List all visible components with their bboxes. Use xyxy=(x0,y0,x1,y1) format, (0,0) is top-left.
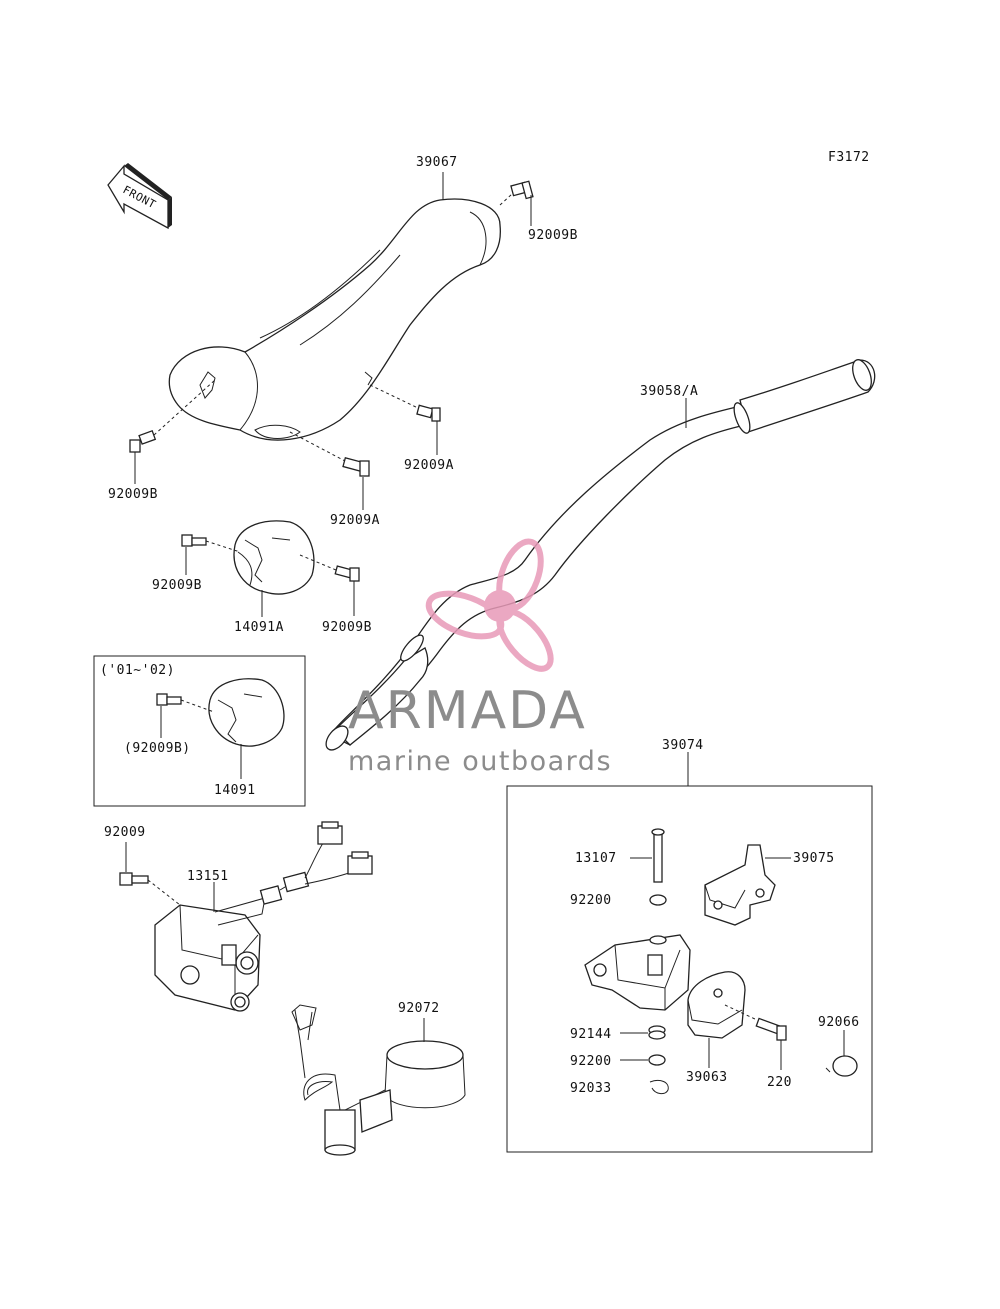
inset-box-39074 xyxy=(506,785,873,1153)
label-92072: 92072 xyxy=(398,1001,440,1016)
washer-92200-bottom xyxy=(648,1054,666,1066)
label-92009b-left: 92009B xyxy=(108,487,158,502)
watermark-tagline: marine outboards xyxy=(348,746,612,777)
bolt-92009-switch xyxy=(119,872,149,886)
watermark-propeller-icon xyxy=(425,538,554,672)
front-arrow-icon: FRONT xyxy=(107,163,172,230)
label-92144: 92144 xyxy=(570,1027,612,1042)
label-39063: 39063 xyxy=(686,1070,728,1085)
cover-14091 xyxy=(208,678,285,747)
label-92009b-cover-right: 92009B xyxy=(322,620,372,635)
label-92009b-top: 92009B xyxy=(528,228,578,243)
label-92200-bottom: 92200 xyxy=(570,1054,612,1069)
label-92009b-paren: (92009B) xyxy=(124,741,191,756)
label-220: 220 xyxy=(767,1075,792,1090)
label-92200-top: 92200 xyxy=(570,893,612,908)
inset-caption: ('01~'02) xyxy=(100,663,175,678)
label-92009: 92009 xyxy=(104,825,146,840)
cap-92066 xyxy=(825,1055,858,1077)
clip-92033 xyxy=(649,1079,669,1095)
label-92066: 92066 xyxy=(818,1015,860,1030)
bolt-92009b-top xyxy=(510,180,534,200)
label-13151: 13151 xyxy=(187,869,229,884)
block-39063 xyxy=(687,971,746,1039)
bolt-92009b-cover-right xyxy=(334,565,360,582)
steering-bracket xyxy=(584,934,691,1011)
figure-code: F3172 xyxy=(828,150,870,165)
label-92033: 92033 xyxy=(570,1081,612,1096)
lanyard-92072 xyxy=(291,1004,466,1156)
label-13107: 13107 xyxy=(575,851,617,866)
inset-box-01-02 xyxy=(93,655,306,807)
handlebar-pad-39067 xyxy=(168,198,501,441)
label-92009a-bottom: 92009A xyxy=(330,513,380,528)
bracket-39075 xyxy=(704,844,776,926)
label-39067: 39067 xyxy=(416,155,458,170)
label-14091a: 14091A xyxy=(234,620,284,635)
label-39074: 39074 xyxy=(662,738,704,753)
label-39075: 39075 xyxy=(793,851,835,866)
switch-assembly-13151 xyxy=(154,821,373,1012)
bolt-92009b-left xyxy=(129,430,157,453)
bolt-92009a-right xyxy=(416,404,441,422)
label-14091: 14091 xyxy=(214,783,256,798)
bolt-92009b-cover-left xyxy=(181,534,207,547)
spring-92144 xyxy=(648,1025,666,1040)
label-39058a: 39058/A xyxy=(640,384,698,399)
bolt-92009b-inset xyxy=(156,693,182,706)
label-92009a-right: 92009A xyxy=(404,458,454,473)
cover-14091a xyxy=(233,520,315,595)
screw-220 xyxy=(755,1017,787,1041)
pin-13107 xyxy=(651,828,665,883)
washer-92200-top xyxy=(649,894,667,906)
label-92009b-cover-left: 92009B xyxy=(152,578,202,593)
watermark-brand: ARMADA xyxy=(348,681,587,741)
bolt-92009a-bottom xyxy=(342,457,370,477)
